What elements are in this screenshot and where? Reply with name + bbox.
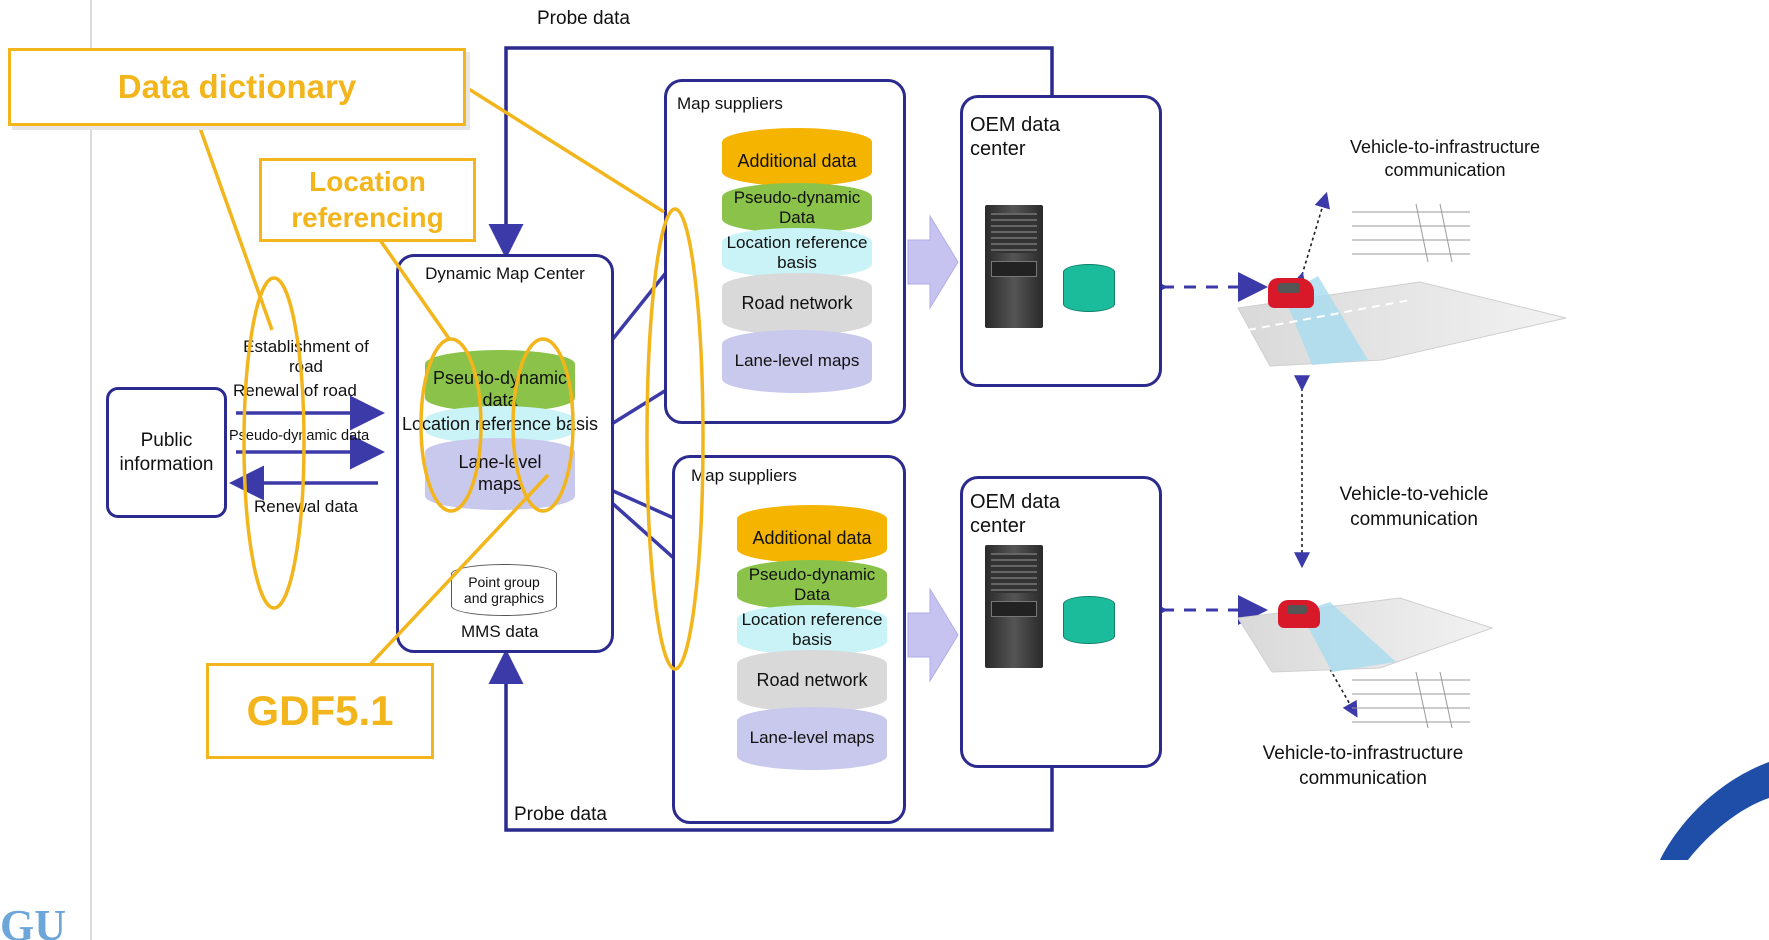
dmc-layer-pseudo-dynamic: Pseudo-dynamic data xyxy=(425,350,575,412)
v2i-label-bottom: Vehicle-to-infrastructure communication xyxy=(1262,743,1464,789)
sensor-beam-bottom xyxy=(1300,602,1396,672)
oem-title-top: OEM data center xyxy=(970,114,1061,160)
renewal-of-road-label: Renewal of road xyxy=(233,381,357,400)
v2v-label: Vehicle-to-vehicle communication xyxy=(1339,484,1489,530)
public-information-label: Public information xyxy=(119,429,214,475)
callout-data-dictionary: Data dictionary xyxy=(8,48,466,126)
callout-gdf: GDF5.1 xyxy=(206,663,434,759)
map-suppliers-title-bottom: Map suppliers xyxy=(691,466,797,485)
callout-location-referencing: Location referencing xyxy=(259,158,476,242)
server-icon-top xyxy=(985,205,1043,328)
mms-cylinder: Point group and graphics xyxy=(451,564,557,616)
supplier-stack-top: Additional data Pseudo-dynamic Data Loca… xyxy=(722,128,872,393)
intersection-sketch-bottom xyxy=(1352,671,1470,729)
block-arrow-top xyxy=(907,214,959,310)
supplier-bottom-lane-level: Lane-level maps xyxy=(737,707,887,770)
mms-data-label: MMS data xyxy=(461,622,539,641)
map-suppliers-title-top: Map suppliers xyxy=(677,94,783,113)
supplier-top-additional: Additional data xyxy=(722,128,872,186)
supplier-bottom-road-network: Road network xyxy=(737,650,887,712)
renewal-data-label: Renewal data xyxy=(254,497,358,516)
pseudo-dynamic-flow-label: Pseudo-dynamic data xyxy=(229,428,370,444)
logo-swoosh xyxy=(1660,762,1769,860)
server-icon-bottom xyxy=(985,545,1043,668)
supplier-top-lane-level: Lane-level maps xyxy=(722,330,872,393)
database-icon-bottom xyxy=(1063,596,1115,644)
database-icon-top xyxy=(1063,264,1115,312)
supplier-bottom-pseudo-dynamic: Pseudo-dynamic Data xyxy=(737,560,887,610)
supplier-stack-bottom: Additional data Pseudo-dynamic Data Loca… xyxy=(737,505,887,770)
supplier-top-location-reference: Location reference basis xyxy=(722,228,872,278)
public-information-box: Public information xyxy=(106,387,227,518)
car-icon-top xyxy=(1268,278,1314,308)
supplier-bottom-additional: Additional data xyxy=(737,505,887,563)
dotted-v2i-top xyxy=(1290,191,1330,290)
intersection-sketch-top xyxy=(1352,203,1470,263)
logo-partial: GU xyxy=(0,901,66,940)
dynamic-map-center-title: Dynamic Map Center xyxy=(425,264,585,283)
block-arrow-bottom xyxy=(907,587,959,683)
mms-cylinder-label: Point group and graphics xyxy=(463,573,545,606)
establishment-of-road-label: Establishment of road xyxy=(243,337,369,377)
dmc-cylinder: Pseudo-dynamic data Location reference b… xyxy=(402,350,598,510)
supplier-bottom-location-reference: Location reference basis xyxy=(737,605,887,655)
probe-data-label-bottom: Probe data xyxy=(514,804,607,825)
probe-data-label-top: Probe data xyxy=(537,8,630,29)
oem-title-bottom: OEM data center xyxy=(970,491,1061,537)
dmc-layer-lane-level: Lane-level maps xyxy=(425,438,575,510)
car-icon-bottom xyxy=(1278,600,1320,628)
supplier-top-road-network: Road network xyxy=(722,273,872,335)
supplier-top-pseudo-dynamic: Pseudo-dynamic Data xyxy=(722,183,872,233)
v2i-label-top: Vehicle-to-infrastructure communication xyxy=(1349,137,1541,181)
